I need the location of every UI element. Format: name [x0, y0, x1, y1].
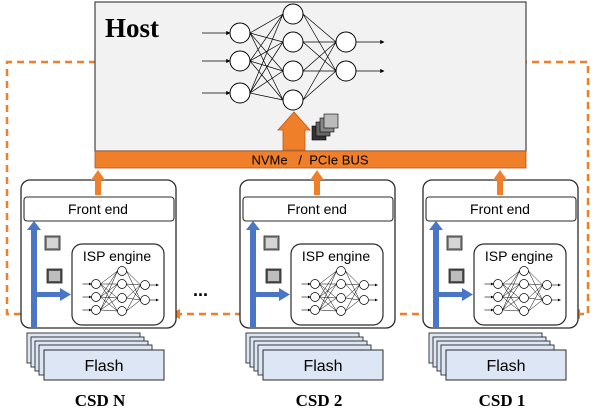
csd-to-bus-arrow: [91, 170, 105, 195]
front-end-box: [425, 196, 577, 222]
flash-to-front-end-arrow: [429, 221, 443, 328]
neuron: [359, 280, 369, 290]
neuron: [229, 22, 251, 44]
neuron: [493, 305, 503, 315]
neuron: [519, 293, 529, 303]
flash-box: [43, 349, 165, 381]
neuron: [282, 31, 304, 53]
neuron: [140, 295, 150, 305]
host-title: Host: [105, 13, 159, 43]
front-end-box: [23, 196, 175, 222]
nvme-pcie-bus: [94, 150, 527, 169]
dashed-data-loop: [5, 60, 590, 316]
front-end-label: Front end: [68, 201, 128, 217]
neuron: [335, 31, 357, 53]
isp-engine-label: ISP engine: [83, 248, 151, 264]
isp-engine-label: ISP engine: [485, 248, 553, 264]
neuron: [91, 305, 101, 315]
flash-to-front-end-arrow: [246, 221, 260, 328]
neuron: [91, 292, 101, 302]
bus-to-host-arrow: [277, 111, 311, 151]
neuron: [310, 279, 320, 289]
neuron: [91, 279, 101, 289]
neuron: [336, 279, 346, 289]
flash-to-front-end-arrow: [27, 221, 41, 328]
isp-engine-label: ISP engine: [302, 248, 370, 264]
bus-label: NVMe / PCIe BUS: [251, 153, 368, 168]
neuron: [519, 266, 529, 276]
csd-name: CSD N: [75, 391, 126, 410]
neuron: [140, 280, 150, 290]
neuron: [519, 279, 529, 289]
flash-label: Flash: [486, 358, 525, 375]
csd-name: CSD 2: [296, 391, 343, 410]
flash-label: Flash: [303, 358, 342, 375]
neuron: [282, 60, 304, 82]
csd-to-bus-arrow: [493, 170, 507, 195]
neuron: [117, 279, 127, 289]
data-batch-icon: [311, 113, 339, 141]
flash-to-isp-arrow: [37, 288, 71, 301]
host-box: [94, 1, 527, 152]
neuron: [336, 266, 346, 276]
isp-neural-network: [82, 266, 159, 316]
neuron: [282, 3, 304, 25]
neuron: [229, 82, 251, 104]
host-neural-network: [202, 3, 385, 111]
neuron: [519, 306, 529, 316]
neuron: [117, 266, 127, 276]
neuron: [310, 292, 320, 302]
neuron: [359, 295, 369, 305]
front-end-label: Front end: [470, 201, 530, 217]
neuron: [117, 306, 127, 316]
neuron: [229, 50, 251, 72]
csd-to-bus-arrow: [310, 170, 324, 195]
csd-name: CSD 1: [479, 391, 526, 410]
flash-stack: Flash: [245, 332, 384, 381]
isp-neural-network: [301, 266, 378, 316]
neuron: [336, 306, 346, 316]
flash-label: Flash: [84, 358, 123, 375]
neuron: [542, 280, 552, 290]
flash-stack: Flash: [26, 332, 165, 381]
neuron: [542, 295, 552, 305]
front-end-label: Front end: [287, 201, 347, 217]
neuron: [282, 89, 304, 111]
isp-neural-network: [484, 266, 561, 316]
flash-to-isp-arrow: [256, 288, 290, 301]
neuron: [117, 293, 127, 303]
flash-stack: Flash: [428, 332, 567, 381]
flash-box: [262, 349, 384, 381]
flash-to-isp-arrow: [439, 288, 473, 301]
flash-box: [445, 349, 567, 381]
front-end-box: [242, 196, 394, 222]
neuron: [493, 279, 503, 289]
neuron: [335, 60, 357, 82]
ellipsis: ...: [193, 280, 208, 300]
neuron: [336, 293, 346, 303]
neuron: [310, 305, 320, 315]
neuron: [493, 292, 503, 302]
